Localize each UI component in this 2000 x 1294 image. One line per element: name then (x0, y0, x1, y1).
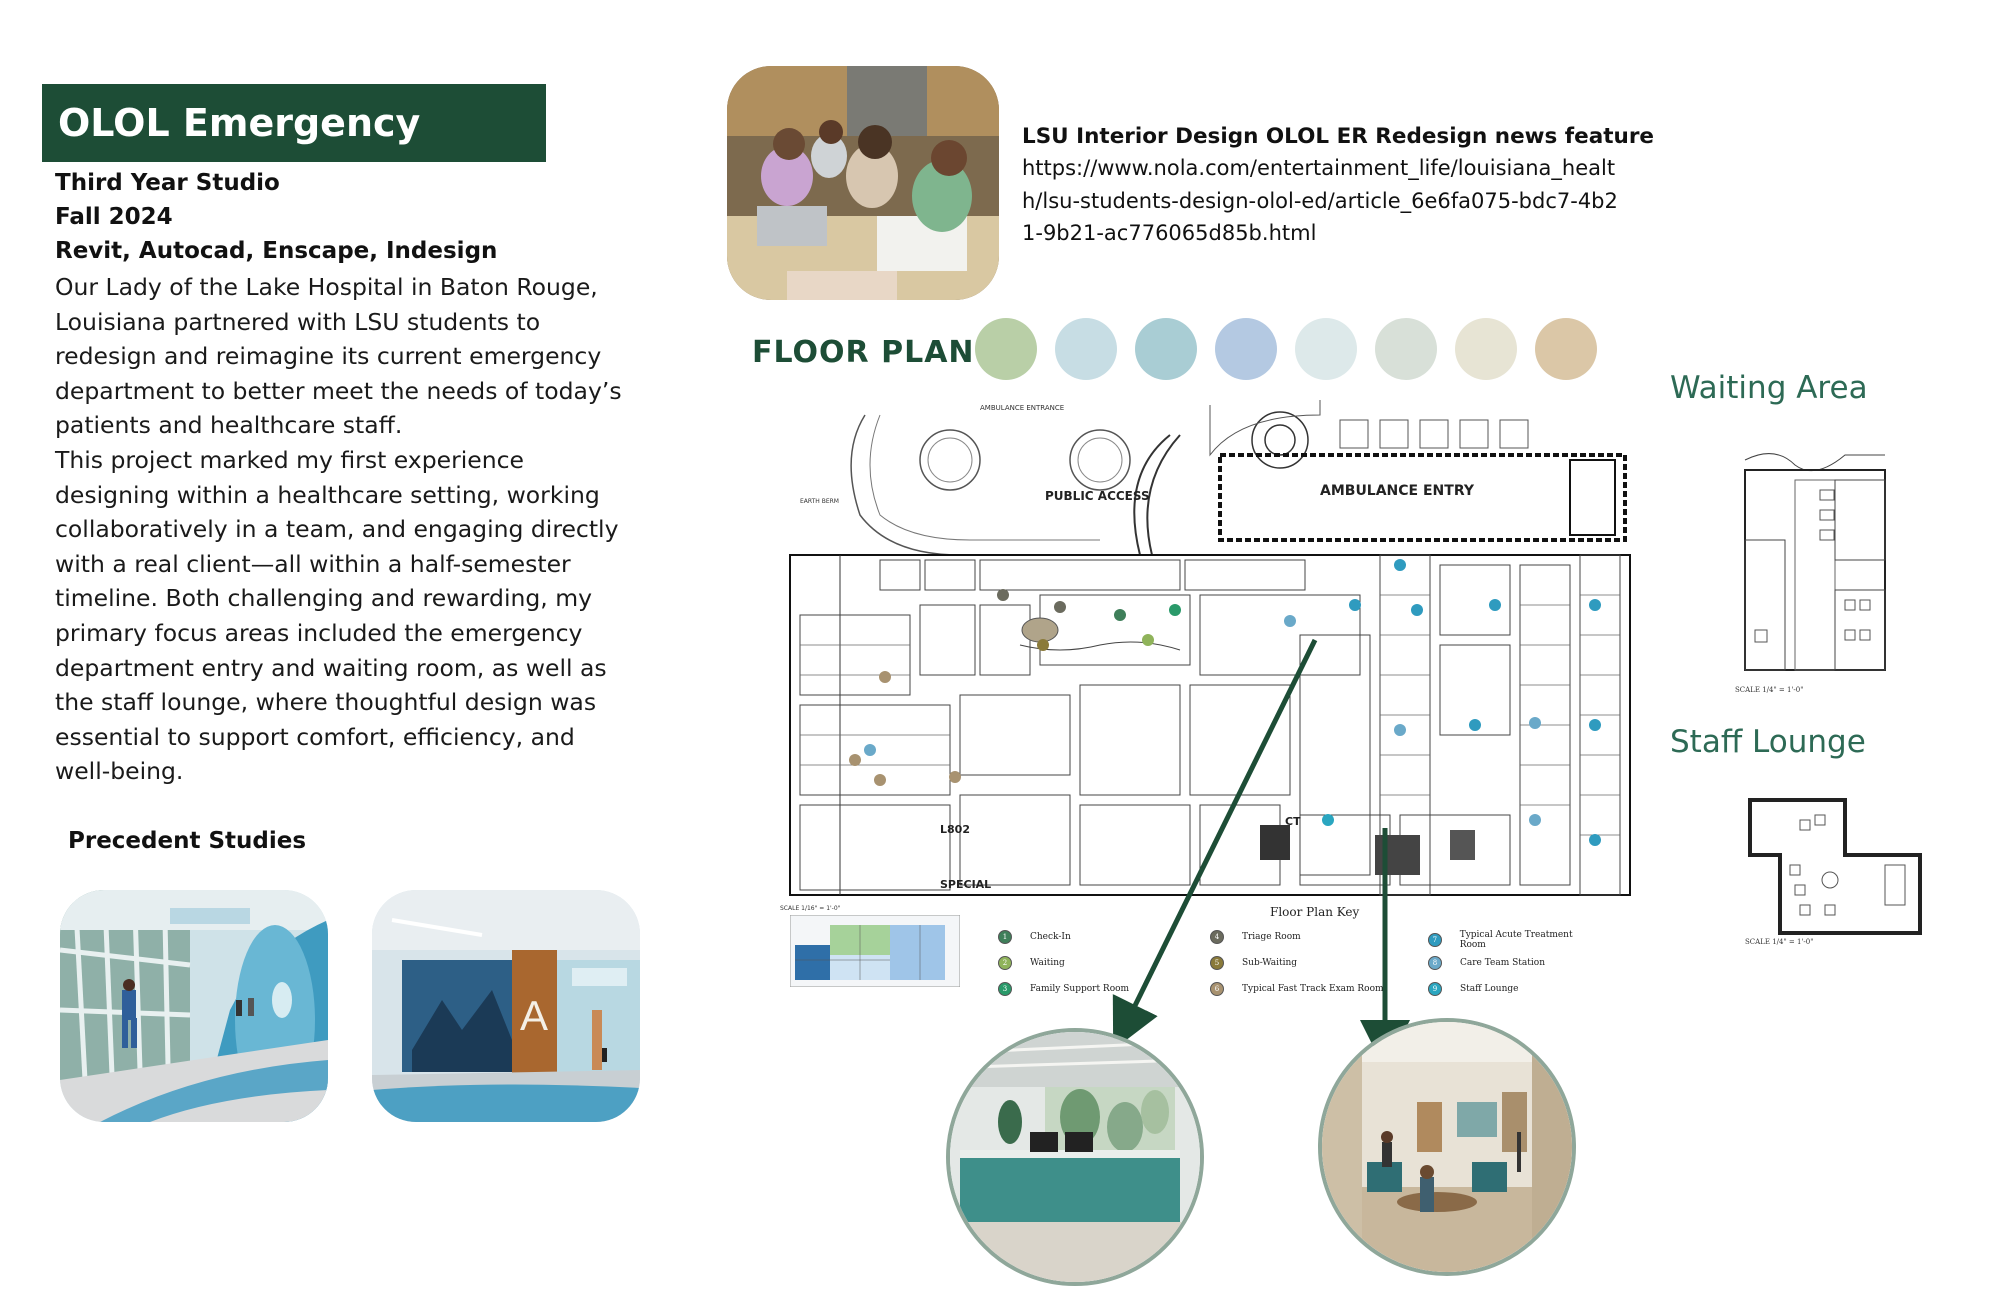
key-marker: 4 (1210, 930, 1224, 944)
key-item: 4 Triage Room (1210, 930, 1301, 944)
staff-lounge-label: Staff Lounge (1670, 724, 1866, 760)
waiting-area-scale: SCALE 1/4" = 1'-0" (1735, 686, 1804, 694)
precedent-heading: Precedent Studies (68, 828, 307, 854)
key-label: Typical Fast Track Exam Room (1242, 984, 1384, 994)
sign-letter-a: A (520, 992, 548, 1039)
plan-label-public-access: PUBLIC ACCESS (1045, 489, 1150, 503)
key-item: 3 Family Support Room (998, 982, 1129, 996)
project-description: Our Lady of the Lake Hospital in Baton R… (55, 270, 635, 789)
plan-label-earth-berm: EARTH BERM (800, 498, 839, 505)
plan-scale-label: SCALE 1/16" = 1'-0" (780, 905, 841, 912)
news-title: LSU Interior Design OLOL ER Redesign new… (1022, 124, 1655, 149)
arrow-to-waiting-render (1112, 638, 1318, 1050)
floor-plan-label: FLOOR PLAN (752, 335, 975, 370)
key-marker: 2 (998, 956, 1012, 970)
key-label: Staff Lounge (1460, 984, 1519, 994)
key-marker: 8 (1428, 956, 1442, 970)
plan-label-ambulance-entrance: AMBULANCE ENTRANCE (980, 404, 1064, 412)
plan-label-lab: L802 (940, 823, 970, 836)
key-marker: 6 (1210, 982, 1224, 996)
waiting-area-label: Waiting Area (1670, 370, 1868, 406)
staff-lounge-scale: SCALE 1/4" = 1'-0" (1745, 938, 1814, 946)
plan-label-ambulance-entry: AMBULANCE ENTRY (1320, 483, 1475, 499)
waiting-area-plan (1735, 440, 1895, 690)
color-swatch (1295, 318, 1357, 380)
key-label: Care Team Station (1460, 958, 1545, 968)
render-waiting-check-in (946, 1028, 1204, 1286)
render-staff-lounge (1318, 1018, 1576, 1276)
color-swatch (975, 318, 1037, 380)
news-link[interactable]: https://www.nola.com/entertainment_life/… (1022, 156, 1618, 245)
plan-label-ct: CT (1285, 815, 1301, 828)
description-paragraph-2: This project marked my first experience … (55, 445, 619, 786)
floor-plan-drawing: AMBULANCE ENTRANCE PUBLIC ACCESS AMBULAN… (780, 395, 1635, 915)
precedent-photo-lobby: A (372, 890, 640, 1122)
key-item: 1 Check-In (998, 930, 1071, 944)
studio-label: Third Year Studio (55, 170, 280, 196)
key-marker: 9 (1428, 982, 1442, 996)
staff-lounge-plan (1745, 795, 1925, 935)
plan-label-special: SPECIAL (940, 878, 991, 891)
page-title: OLOL Emergency Room (42, 84, 546, 223)
color-swatch (1215, 318, 1277, 380)
key-label: Sub-Waiting (1242, 958, 1298, 968)
key-marker: 3 (998, 982, 1012, 996)
software-label: Revit, Autocad, Enscape, Indesign (55, 238, 498, 264)
term-label: Fall 2024 (55, 204, 173, 230)
description-paragraph-1: Our Lady of the Lake Hospital in Baton R… (55, 273, 622, 440)
key-label: Waiting (1030, 958, 1065, 968)
key-item: 5 Sub-Waiting (1210, 956, 1297, 970)
key-marker: 1 (998, 930, 1012, 944)
color-swatch (1455, 318, 1517, 380)
precedent-photo-corridor (60, 890, 328, 1122)
key-item: 8 Care Team Station (1428, 956, 1545, 970)
color-swatch (1375, 318, 1437, 380)
color-swatch (1055, 318, 1117, 380)
key-label: Check-In (1030, 932, 1071, 942)
news-photo-students (727, 66, 999, 300)
key-item: 7 Typical Acute Treatment Room (1428, 930, 1598, 950)
key-label: Family Support Room (1030, 984, 1130, 994)
key-label: Triage Room (1242, 932, 1301, 942)
color-swatch (1135, 318, 1197, 380)
key-item: 9 Staff Lounge (1428, 982, 1518, 996)
zoning-thumbnail (789, 914, 961, 988)
key-marker: 5 (1210, 956, 1224, 970)
floor-plan-key-title: Floor Plan Key (1270, 905, 1360, 919)
key-item: 2 Waiting (998, 956, 1065, 970)
key-item: 6 Typical Fast Track Exam Room (1210, 982, 1384, 996)
key-label: Typical Acute Treatment Room (1459, 930, 1573, 950)
key-marker: 7 (1428, 933, 1442, 947)
color-swatch (1535, 318, 1597, 380)
